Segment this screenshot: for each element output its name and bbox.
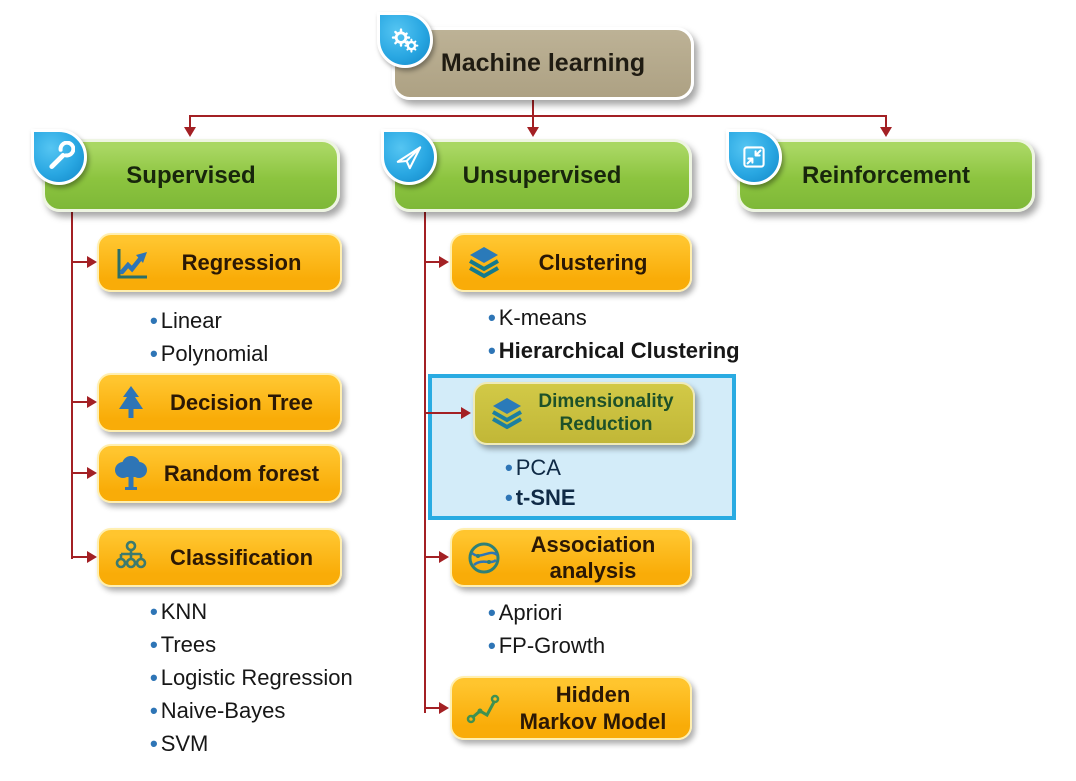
branch-reinforcement-label: Reinforcement [801,161,971,189]
branch-unsupervised[interactable]: Unsupervised [381,129,692,212]
arrowhead-clustering [439,256,449,268]
connector-unsupervised-spine [424,212,426,713]
list-item: Naive-Bayes [150,694,353,727]
tree-icon [115,455,147,490]
arrowhead-random-forest [87,467,97,479]
node-hidden-markov-model[interactable]: Hidden Markov Model [450,676,692,740]
list-item: FP-Growth [488,629,605,662]
markov-path-icon [466,694,500,724]
branch-unsupervised-label: Unsupervised [462,161,622,189]
node-classification[interactable]: Classification [97,528,342,587]
arrowhead-regression [87,256,97,268]
arrowhead-supervised [184,127,196,137]
network-globe-icon [468,542,500,573]
connector-drop-supervised [189,115,191,128]
layers-icon [469,246,499,278]
node-random-forest-label: Random forest [163,460,320,486]
list-item: PCA [505,453,576,483]
node-decision-tree-label: Decision Tree [169,389,314,415]
arrowhead-reinforcement [880,127,892,137]
connector-drop-unsupervised [532,115,534,128]
arrowhead-decision-tree [87,396,97,408]
list-item: K-means [488,301,740,334]
arrowhead-dimensionality-reduction [461,407,471,419]
gears-icon [377,12,433,68]
node-classification-label: Classification [169,544,314,570]
node-dimensionality-reduction-label: Dimensionality Reduction [527,391,685,437]
connector-to-clustering [424,261,440,263]
dimensionality-reduction-subitems: PCA t-SNE [505,453,576,513]
connector-to-hmm [424,707,440,709]
node-regression-label: Regression [181,249,302,275]
branch-supervised[interactable]: Supervised [31,129,340,212]
list-item: Apriori [488,596,605,629]
connector-root-stem [532,100,534,116]
node-dimensionality-reduction[interactable]: Dimensionality Reduction [473,382,695,445]
root-node-label: Machine learning [440,49,646,77]
list-item: Logistic Regression [150,661,353,694]
list-item: t-SNE [505,483,576,513]
wrench-icon [31,129,87,185]
node-association-analysis-label: Association analysis [530,531,656,583]
list-item: Hierarchical Clustering [488,334,740,367]
list-item: Polynomial [150,337,269,370]
trend-chart-icon [117,248,147,278]
connector-to-association [424,556,440,558]
arrowhead-association [439,551,449,563]
branch-reinforcement[interactable]: Reinforcement [726,129,1035,212]
node-regression[interactable]: Regression [97,233,342,292]
label-line-1: Dimensionality [538,390,674,412]
connector-supervised-spine [71,212,73,559]
connector-root-crossbar [189,115,887,117]
connector-drop-reinforcement [885,115,887,128]
clustering-subitems: K-means Hierarchical Clustering [488,301,740,367]
node-association-analysis[interactable]: Association analysis [450,528,692,587]
paper-plane-icon [381,129,437,185]
label-line-1: Hidden [555,681,631,707]
pine-tree-icon [119,385,143,418]
node-clustering[interactable]: Clustering [450,233,692,292]
connector-to-decision-tree [71,401,88,403]
hierarchy-icon [115,540,147,568]
label-line-2: Reduction [559,413,653,435]
list-item: Trees [150,628,353,661]
connector-to-regression [71,261,88,263]
arrowhead-classification [87,551,97,563]
node-random-forest[interactable]: Random forest [97,444,342,503]
list-item: SVM [150,727,353,760]
collapse-arrows-icon [726,129,782,185]
layers-icon [492,397,522,429]
regression-subitems: Linear Polynomial [150,304,269,370]
connector-to-random-forest [71,472,88,474]
connector-to-dimensionality-reduction [424,412,462,414]
node-clustering-label: Clustering [538,249,648,275]
node-decision-tree[interactable]: Decision Tree [97,373,342,432]
association-subitems: Apriori FP-Growth [488,596,605,662]
root-node-machine-learning[interactable]: Machine learning [377,12,694,100]
node-hidden-markov-model-label: Hidden Markov Model [504,681,682,736]
label-line-2: Markov Model [519,709,667,734]
arrowhead-unsupervised [527,127,539,137]
list-item: Linear [150,304,268,337]
arrowhead-hmm [439,702,449,714]
branch-supervised-label: Supervised [126,161,256,189]
connector-to-classification [71,556,88,558]
classification-subitems: KNN Trees Logistic Regression Naive-Baye… [150,595,353,760]
list-item: KNN [150,595,353,628]
